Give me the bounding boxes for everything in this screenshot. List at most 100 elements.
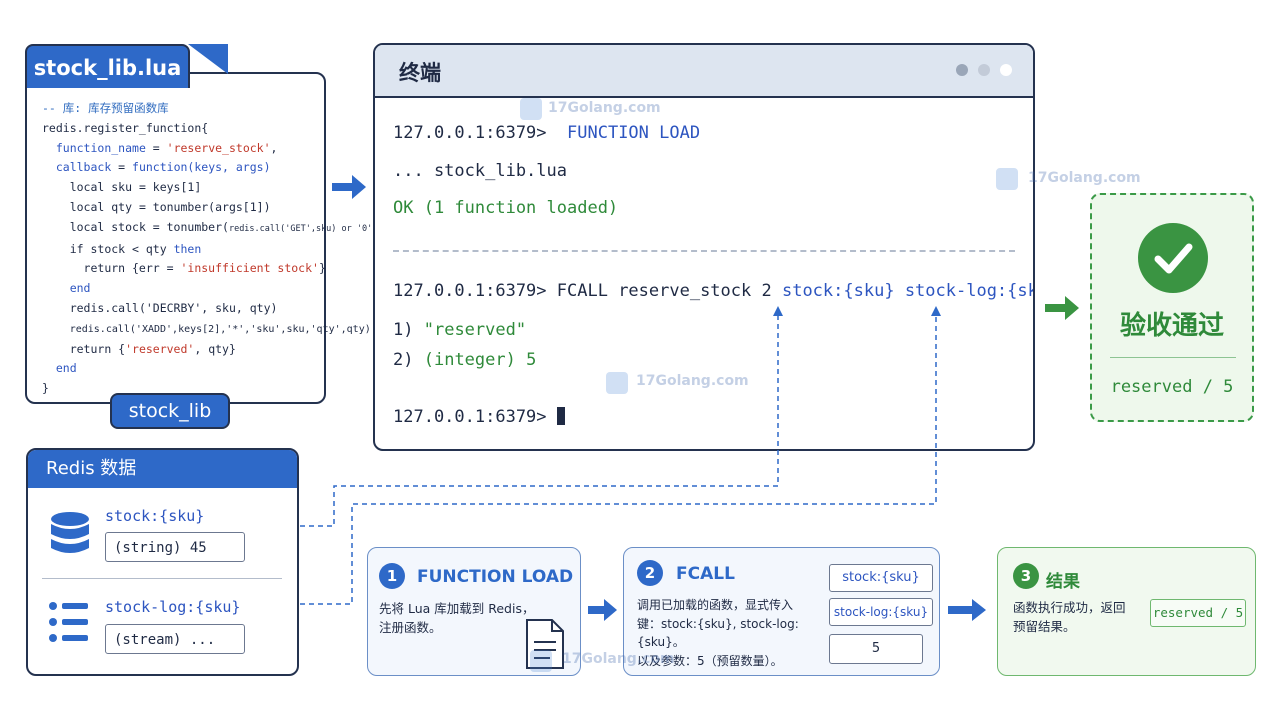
code-line: if stock < qty: [69, 241, 167, 256]
terminal-line: 127.0.0.1:6379> FCALL reserve_stock 2 st…: [393, 281, 1033, 301]
acceptance-title: 验收通过: [1119, 311, 1224, 341]
connector-lines: [300, 306, 941, 605]
arrow-right-icon: [948, 599, 986, 621]
code-line: redis.call('GET',sku) or '0'): [228, 223, 378, 234]
document-icon: [526, 619, 564, 669]
code-line: return {err =: [83, 261, 181, 276]
step-title: FUNCTION LOAD: [417, 567, 574, 587]
check-icon: [1138, 223, 1208, 293]
arrow-right-icon: [588, 599, 617, 621]
file-fold-corner: [188, 44, 228, 74]
code-line: function_name: [55, 140, 146, 155]
divider: [42, 578, 282, 579]
step-description: 调用已加载的函数，显式传入 键：stock:{sku}, stock-log:{…: [637, 596, 837, 670]
result-value: "reserved": [423, 320, 527, 340]
step-card-3: 3 结果 函数执行成功，返回 预留结果。 reserved / 5: [997, 547, 1256, 676]
code-line: end: [55, 361, 77, 376]
lua-code-block: -- 库: 库存预留函数库 redis.register_function{ f…: [42, 101, 378, 396]
terminal-key: stock:{sku}: [781, 281, 895, 301]
terminal-input-line[interactable]: 127.0.0.1:6379>: [393, 407, 565, 427]
terminal-result: 1) "reserved": [393, 320, 526, 340]
step-desc-line: 先将 Lua 库加载到 Redis，: [379, 601, 535, 616]
terminal-title: 终端: [399, 61, 441, 85]
redis-key: stock:{sku}: [105, 507, 205, 525]
watermark-logo-icon: [530, 650, 552, 672]
result-value: 5: [526, 350, 537, 370]
watermark: 17Golang.com: [548, 100, 661, 116]
code-line: local qty = tonumber(args[1]): [69, 199, 271, 214]
window-dot-icon[interactable]: [978, 64, 990, 76]
code-line: }: [318, 261, 326, 276]
watermark-logo-icon: [520, 98, 542, 120]
library-tag: stock_lib: [110, 393, 230, 429]
result-index: 1): [393, 320, 414, 340]
acceptance-card: 验收通过 reserved / 5: [1090, 193, 1254, 422]
step-description: 先将 Lua 库加载到 Redis， 注册函数。: [379, 600, 574, 637]
step-card-1: 1 FUNCTION LOAD 先将 Lua 库加载到 Redis， 注册函数。: [367, 547, 581, 676]
code-line: function(keys, args): [132, 160, 271, 175]
code-line: redis.register_function{: [42, 120, 209, 135]
watermark-logo-icon: [996, 168, 1018, 190]
terminal-result: 2) (integer) 5: [393, 350, 536, 370]
terminal-command: FUNCTION LOAD: [567, 123, 701, 143]
code-line: local sku = keys[1]: [69, 180, 202, 195]
code-line: }: [42, 381, 49, 396]
lua-filename: stock_lib.lua: [25, 44, 190, 88]
step-number: 2: [637, 560, 663, 586]
redis-data-card: Redis 数据 stock:{sku} (string) 45 stock-l…: [26, 448, 299, 676]
key-chip: stock-log:{sku}: [829, 598, 933, 626]
watermark-logo-icon: [606, 372, 628, 394]
step-card-2: 2 FCALL 调用已加载的函数，显式传入 键：stock:{sku}, sto…: [623, 547, 940, 676]
terminal-command: FCALL reserve_stock 2: [556, 281, 772, 301]
divider: [1110, 357, 1236, 358]
database-icon: [51, 512, 89, 553]
terminal-prompt: 127.0.0.1:6379>: [393, 407, 547, 427]
watermark: 17Golang.com: [562, 651, 675, 667]
step-desc-line: 调用已加载的函数，显式传入: [637, 598, 794, 612]
code-line: redis.call('XADD',keys[2],'*','sku',sku,…: [69, 323, 371, 335]
redis-header: Redis 数据: [28, 450, 297, 488]
code-string: 'reserved': [125, 341, 195, 356]
terminal-prompt: 127.0.0.1:6379>: [393, 281, 547, 301]
terminal-line: ... stock_lib.lua: [393, 161, 567, 181]
acceptance-value: reserved / 5: [1110, 377, 1234, 397]
arrow-right-icon: [332, 175, 366, 199]
step-title: 结果: [1046, 572, 1080, 592]
terminal-window: 终端 127.0.0.1:6379> FUNCTION LOAD ... sto…: [373, 43, 1035, 451]
step-number: 1: [379, 563, 405, 589]
window-dot-icon[interactable]: [1000, 64, 1012, 76]
step-desc-line: 函数执行成功，返回: [1013, 600, 1126, 615]
step-description: 函数执行成功，返回 预留结果。: [1013, 599, 1153, 636]
step-desc-line: 预留结果。: [1013, 618, 1076, 634]
redis-key: stock-log:{sku}: [105, 598, 241, 616]
code-line: 'reserve_stock': [166, 140, 271, 155]
terminal-output-ok: OK (1 function loaded): [393, 198, 619, 218]
terminal-cursor: [556, 407, 565, 425]
result-type: (integer): [423, 350, 516, 370]
step-desc-line: 键：stock:{sku}, stock-log:{sku}。: [637, 616, 799, 650]
result-chip: reserved / 5: [1150, 599, 1246, 627]
arg-chip: 5: [829, 634, 923, 664]
terminal-line: 127.0.0.1:6379> FUNCTION LOAD: [393, 123, 700, 143]
code-line: redis.call('DECRBY', sku, qty): [69, 300, 278, 315]
code-keyword: then: [173, 241, 202, 256]
watermark: 17Golang.com: [636, 373, 749, 389]
key-chip: stock:{sku}: [829, 564, 933, 592]
code-string: 'insufficient stock': [180, 261, 319, 276]
redis-value: (stream) ...: [105, 624, 245, 654]
terminal-prompt: 127.0.0.1:6379>: [393, 123, 547, 143]
terminal-titlebar: 终端: [375, 45, 1033, 98]
code-line: return {: [69, 341, 126, 356]
list-icon: [49, 602, 88, 642]
step-number: 3: [1013, 563, 1039, 589]
result-index: 2): [393, 350, 414, 370]
arrow-right-icon: [1045, 296, 1079, 320]
step-desc-line: 以及参数：5（预留数量）。: [637, 653, 783, 668]
watermark: 17Golang.com: [1028, 170, 1141, 186]
code-line: , qty}: [194, 341, 236, 356]
code-comment: -- 库: 库存预留函数库: [42, 101, 169, 115]
code-line: local stock = tonumber(: [69, 219, 229, 234]
window-dot-icon[interactable]: [956, 64, 968, 76]
step-desc-line: 注册函数。: [379, 619, 442, 635]
lua-file-card: [25, 72, 326, 404]
